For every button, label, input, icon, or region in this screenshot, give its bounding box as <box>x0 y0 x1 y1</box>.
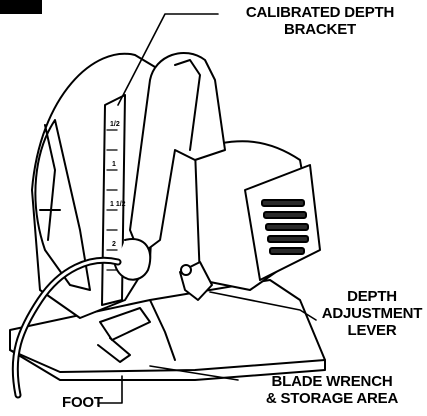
foot-label: FOOT <box>62 394 103 411</box>
leader-foot <box>97 375 123 404</box>
scale-mark-3: 2 <box>112 241 116 248</box>
vent-slots <box>261 199 309 255</box>
depth-lever-label-line3: LEVER <box>347 322 397 339</box>
depth-lever-label-line1: DEPTH <box>347 288 397 305</box>
front-knob <box>114 238 152 281</box>
blade-wrench-label-line1: BLADE WRENCH <box>271 373 393 390</box>
depth-bracket-label-line2: BRACKET <box>284 21 356 38</box>
scale-mark-1: 1 <box>112 161 116 168</box>
depth-lever-label: DEPTH ADJUSTMENT LEVER <box>318 288 426 339</box>
scale-mark-2: 1 1/2 <box>110 201 126 208</box>
depth-bracket-label-line1: CALIBRATED DEPTH <box>245 4 395 21</box>
main-handle <box>129 51 226 256</box>
blade-wrench-label-line2: & STORAGE AREA <box>265 390 399 407</box>
depth-bracket-strip <box>101 94 126 306</box>
depth-bracket-label: CALIBRATED DEPTH BRACKET <box>220 4 420 38</box>
depth-lever-label-line2: ADJUSTMENT <box>321 305 423 322</box>
depth-scale-ticks <box>106 129 118 271</box>
lower-guard <box>34 119 91 291</box>
corner-tab <box>0 0 42 14</box>
leader-blade-wrench <box>149 365 239 381</box>
blade-wrench-label: BLADE WRENCH & STORAGE AREA <box>242 373 422 407</box>
leader-depth-bracket <box>117 13 219 106</box>
foot-label-text: FOOT <box>62 394 103 411</box>
leader-depth-lever <box>209 291 317 321</box>
foot-plate-edge <box>9 349 326 381</box>
scale-mark-0: 1/2 <box>110 121 120 128</box>
blade-wrench <box>99 307 151 341</box>
